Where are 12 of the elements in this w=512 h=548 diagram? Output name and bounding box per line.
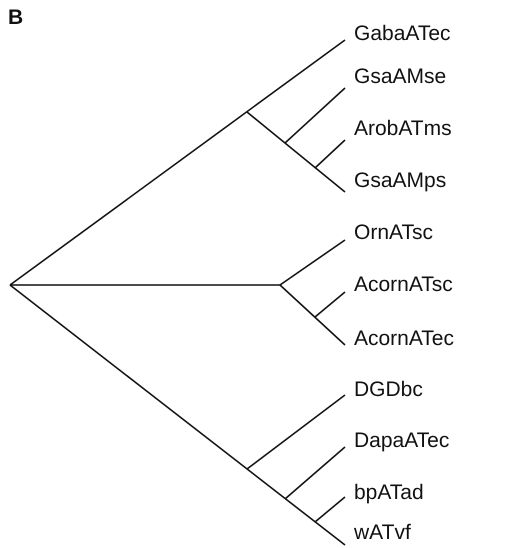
leaf-label: AcornATsc bbox=[354, 273, 453, 297]
leaf-label: OrnATsc bbox=[354, 221, 433, 245]
leaf-label: wATvf bbox=[354, 521, 411, 545]
leaf-label: bpATad bbox=[354, 481, 424, 505]
leaf-label: DGDbc bbox=[354, 378, 423, 402]
leaf-label: GsaAMps bbox=[354, 169, 446, 193]
leaf-label: DapaATec bbox=[354, 429, 450, 453]
leaf-label: ArobATms bbox=[354, 117, 452, 141]
leaf-label: GabaATec bbox=[354, 22, 450, 46]
panel-letter: B bbox=[8, 6, 24, 30]
leaf-label: GsaAMse bbox=[354, 65, 446, 89]
leaf-label: AcornATec bbox=[354, 327, 454, 351]
